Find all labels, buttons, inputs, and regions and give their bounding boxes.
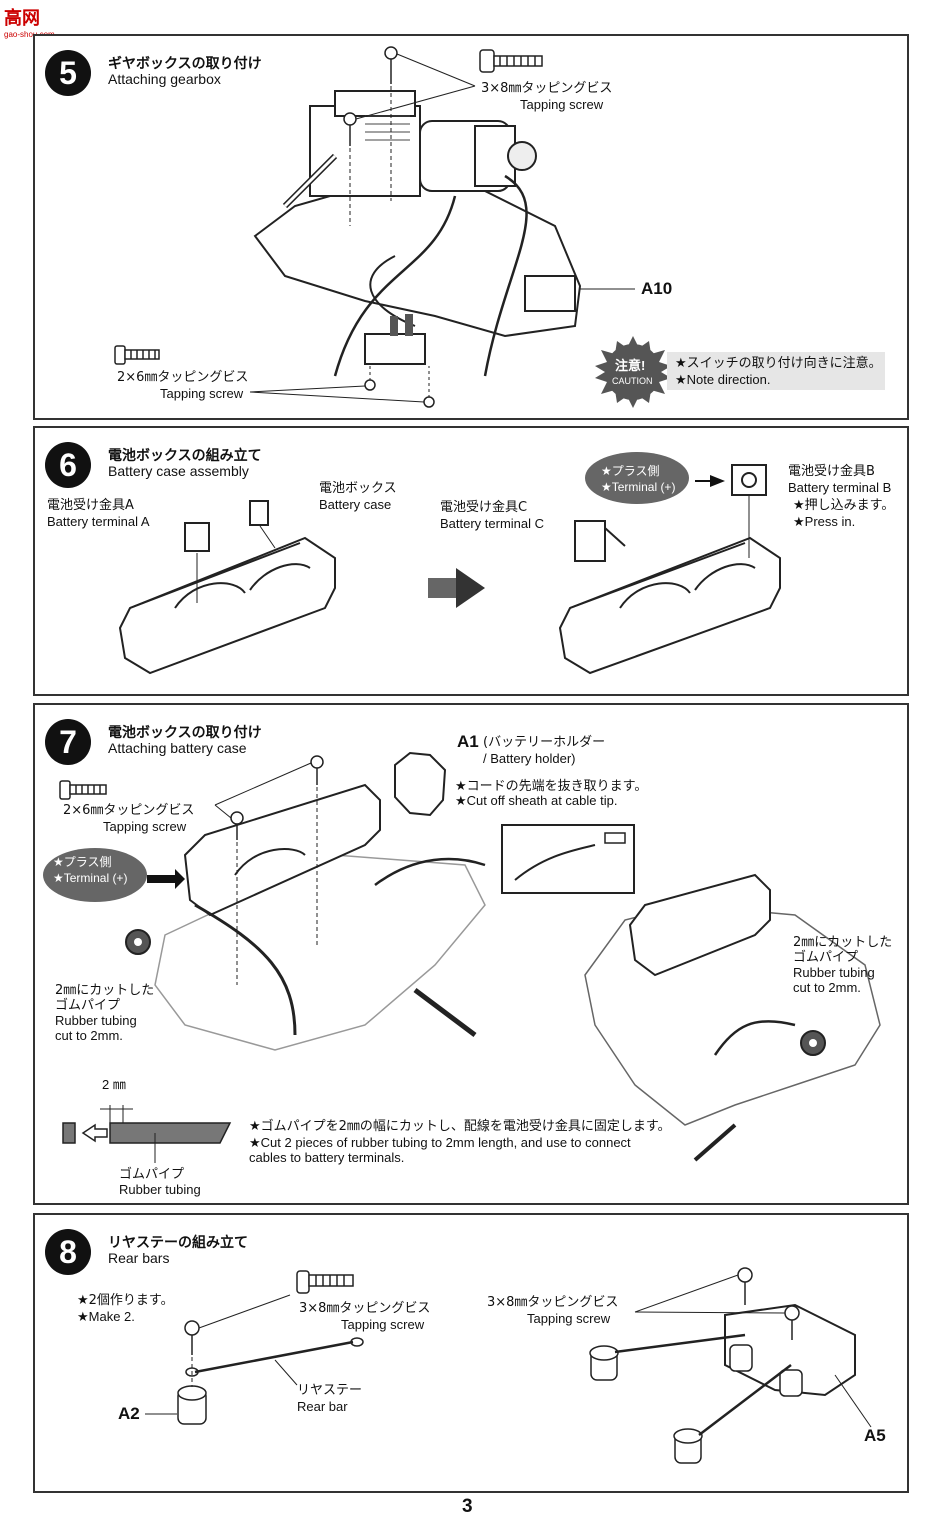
plus-side-en: ★Terminal (+): [601, 480, 676, 494]
part-id-a1: A1: [457, 732, 479, 751]
step-number: 7: [45, 719, 91, 765]
tube-left-en1: Rubber tubing: [55, 1013, 137, 1028]
make-two-en: ★Make 2.: [77, 1309, 135, 1324]
site-logo-text: 高网: [4, 8, 40, 29]
small-screw-label-jp: 2×6㎜タッピングビス: [117, 370, 249, 385]
tube-left-jp2: ゴムパイプ: [55, 998, 121, 1013]
site-logo[interactable]: 高网 gao-shou.com: [4, 4, 55, 39]
tube-right-en2: cut to 2mm.: [793, 980, 861, 995]
screw-label-jp: 3×8㎜タッピングビス: [481, 81, 613, 96]
rear-bar-jp: リヤステー: [297, 1383, 363, 1398]
rubber-label-jp: ゴムパイプ: [119, 1167, 185, 1182]
step-number: 6: [45, 442, 91, 488]
tube-right-jp1: 2㎜にカットした: [793, 935, 893, 950]
part-id-a10: A10: [641, 279, 673, 298]
tube-right-en1: Rubber tubing: [793, 965, 875, 980]
step-title-jp: 電池ボックスの組み立て: [108, 448, 262, 464]
step-7-illustration: [43, 751, 881, 1163]
part-id-a5: A5: [864, 1426, 886, 1445]
caution-badge-en: CAUTION: [612, 376, 653, 386]
small-screw-label-en: Tapping screw: [160, 386, 244, 401]
step-title-en: Rear bars: [108, 1250, 170, 1266]
part-id-a2: A2: [118, 1404, 140, 1423]
holder-en: / Battery holder): [483, 751, 576, 766]
caution-note-en: ★Note direction.: [675, 372, 771, 387]
terminal-b-en: Battery terminal B: [788, 480, 892, 495]
step-5-panel: 5 ギヤボックスの取り付け Attaching gearbox 3×8㎜タッピン…: [33, 34, 909, 420]
step-title-jp: ギヤボックスの取り付け: [108, 56, 262, 72]
step-title-en: Attaching battery case: [108, 740, 247, 756]
plus-side-en: ★Terminal (+): [53, 871, 128, 885]
page-number: 3: [462, 1496, 473, 1517]
terminal-c-jp: 電池受け金具C: [440, 500, 528, 515]
step-title-jp: 電池ボックスの取り付け: [108, 725, 262, 741]
rear-bar-en: Rear bar: [297, 1399, 348, 1414]
step-5-illustration: [114, 46, 885, 408]
step-title-en: Battery case assembly: [108, 463, 249, 479]
screw-left-jp: 3×8㎜タッピングビス: [299, 1301, 431, 1316]
rubber-label-en: Rubber tubing: [119, 1182, 201, 1197]
tubing-note-en2: cables to battery terminals.: [249, 1150, 405, 1165]
terminal-c-en: Battery terminal C: [440, 516, 545, 531]
caution-badge-jp: 注意!: [615, 358, 646, 373]
battery-case-en: Battery case: [319, 497, 392, 512]
holder-jp: (バッテリーホルダー: [483, 735, 606, 750]
screw-icon: [343, 46, 398, 146]
plus-terminal-badge-icon: [585, 452, 689, 504]
press-in-jp: ★押し込みます。: [793, 498, 895, 513]
sheath-note-jp: ★コードの先端を抜き取ります。: [455, 779, 648, 794]
plus-terminal-badge-icon: [43, 848, 147, 902]
step-title-en: Attaching gearbox: [108, 71, 221, 87]
step-title-jp: リヤステーの組み立て: [108, 1235, 248, 1251]
tubing-note-jp: ★ゴムパイプを2㎜の幅にカットし、配線を電池受け金具に固定します。: [249, 1119, 671, 1134]
terminal-a-en: Battery terminal A: [47, 514, 150, 529]
screw-label-en: Tapping screw: [520, 97, 604, 112]
plus-side-jp: ★プラス側: [601, 464, 660, 478]
step-8-panel: 8 リヤステーの組み立て Rear bars ★2個作ります。 ★Make 2.…: [33, 1213, 909, 1493]
screw-left-en: Tapping screw: [341, 1317, 425, 1332]
battery-case-jp: 電池ボックス: [319, 481, 397, 496]
screw-right-en: Tapping screw: [527, 1311, 611, 1326]
step-number: 5: [45, 50, 91, 96]
screw-right-jp: 3×8㎜タッピングビス: [487, 1295, 619, 1310]
tube-left-jp1: 2㎜にカットした: [55, 983, 155, 998]
tubing-note-en1: ★Cut 2 pieces of rubber tubing to 2mm le…: [249, 1135, 631, 1150]
step-6-panel: 6 電池ボックスの組み立て Battery case assembly 電池受け…: [33, 426, 909, 696]
site-logo-url: gao-shou.com: [4, 30, 55, 39]
tube-left-en2: cut to 2mm.: [55, 1028, 123, 1043]
press-in-en: ★Press in.: [793, 514, 856, 529]
step-7-panel: 7 電池ボックスの取り付け Attaching battery case A1 …: [33, 703, 909, 1205]
step-number: 8: [45, 1229, 91, 1275]
step-6-illustration: [118, 452, 781, 675]
terminal-a-jp: 電池受け金具A: [47, 498, 134, 513]
screw-label-en: Tapping screw: [103, 819, 187, 834]
tube-right-jp2: ゴムパイプ: [793, 950, 859, 965]
terminal-b-jp: 電池受け金具B: [788, 464, 875, 479]
dimension-label: 2 ㎜: [102, 1077, 126, 1092]
sheath-note-en: ★Cut off sheath at cable tip.: [455, 793, 618, 808]
plus-side-jp: ★プラス側: [53, 855, 112, 869]
make-two-jp: ★2個作ります。: [77, 1293, 174, 1308]
step-8-illustration: [145, 1267, 872, 1464]
right-arrow-icon: [428, 568, 485, 608]
caution-note-jp: ★スイッチの取り付け向きに注意。: [675, 356, 882, 371]
screw-label-jp: 2×6㎜タッピングビス: [63, 803, 195, 818]
